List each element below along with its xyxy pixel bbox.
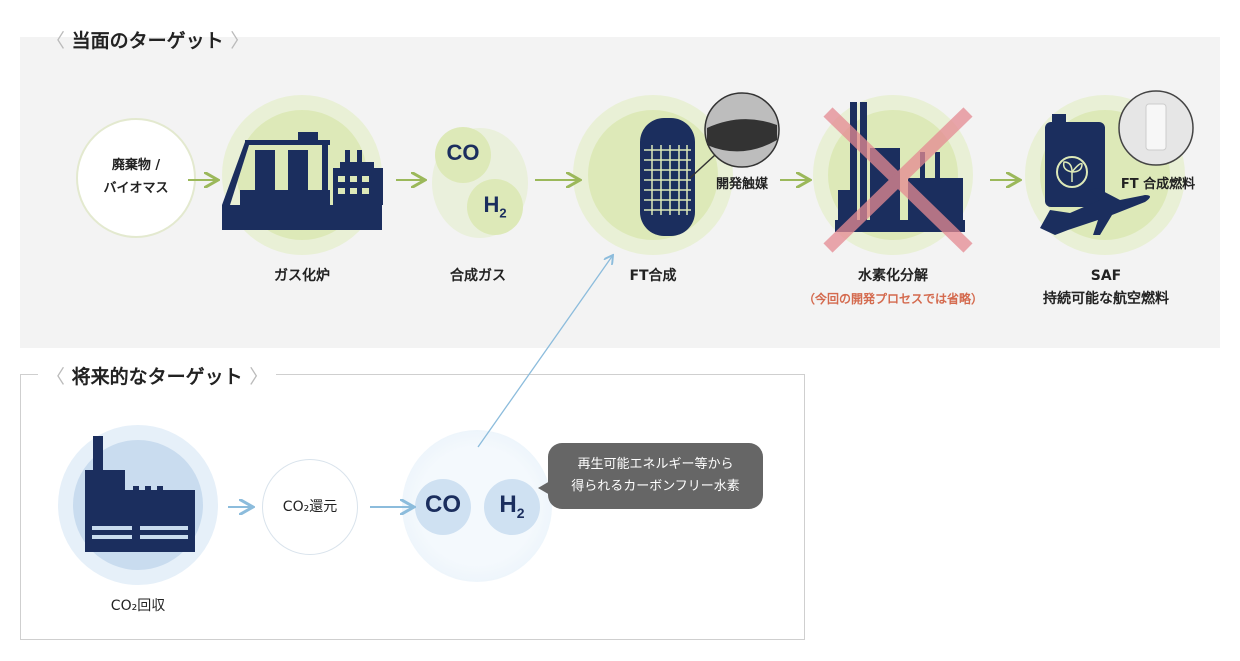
catalyst-photo (704, 92, 780, 168)
fuel-can-icon (1045, 114, 1105, 207)
hydrocracking-label: 水素化分解 (858, 268, 928, 284)
fuel-photo (1118, 90, 1194, 166)
waste-biomass-label: 廃棄物 /バイオマス (103, 158, 169, 196)
ft-reactor-icon (640, 118, 716, 236)
airplane-icon (1040, 188, 1150, 235)
h2-future-circle (484, 479, 540, 535)
co-future-circle (415, 479, 471, 535)
saf-description: 持続可能な航空燃料 (1043, 291, 1169, 307)
h2-circle (467, 179, 523, 235)
gasifier-factory-icon (222, 132, 383, 230)
hydrocracking-note: （今回の開発プロセスでは省略） (802, 292, 984, 306)
h2-text: H2 (483, 192, 507, 221)
co2-factory-icon (85, 436, 195, 552)
co-future-text: CO (425, 491, 461, 518)
future-target-title: 〈 将来的なターゲット 〉 (38, 362, 277, 389)
current-target-title: 〈 当面のターゲット 〉 (46, 30, 250, 52)
future-target-box (20, 374, 805, 640)
ft-fuel-label: FT 合成燃料 (1120, 177, 1196, 192)
hydrocracking-factory-icon (835, 102, 965, 232)
co2-reduction-circle (262, 459, 358, 555)
hydrogen-speech-bubble: 再生可能エネルギー等から得られるカーボンフリー水素 (538, 443, 763, 509)
co-circle (435, 127, 491, 183)
waste-biomass-circle (76, 118, 196, 238)
co-text: CO (446, 140, 480, 165)
syngas-label: 合成ガス (450, 268, 506, 284)
gasifier-label: ガス化炉 (274, 268, 330, 284)
co2-capture-label: CO₂回収 (110, 598, 166, 614)
cross-icon (823, 107, 973, 253)
saf-label: SAF (1090, 268, 1122, 284)
co2-reduction-label: CO₂還元 (282, 499, 338, 515)
catalyst-label: 開発触媒 (715, 177, 769, 192)
ft-synthesis-label: FT合成 (629, 268, 677, 284)
h2-future-text: H2 (499, 491, 525, 521)
arrow-to-ft-icon (477, 255, 613, 448)
